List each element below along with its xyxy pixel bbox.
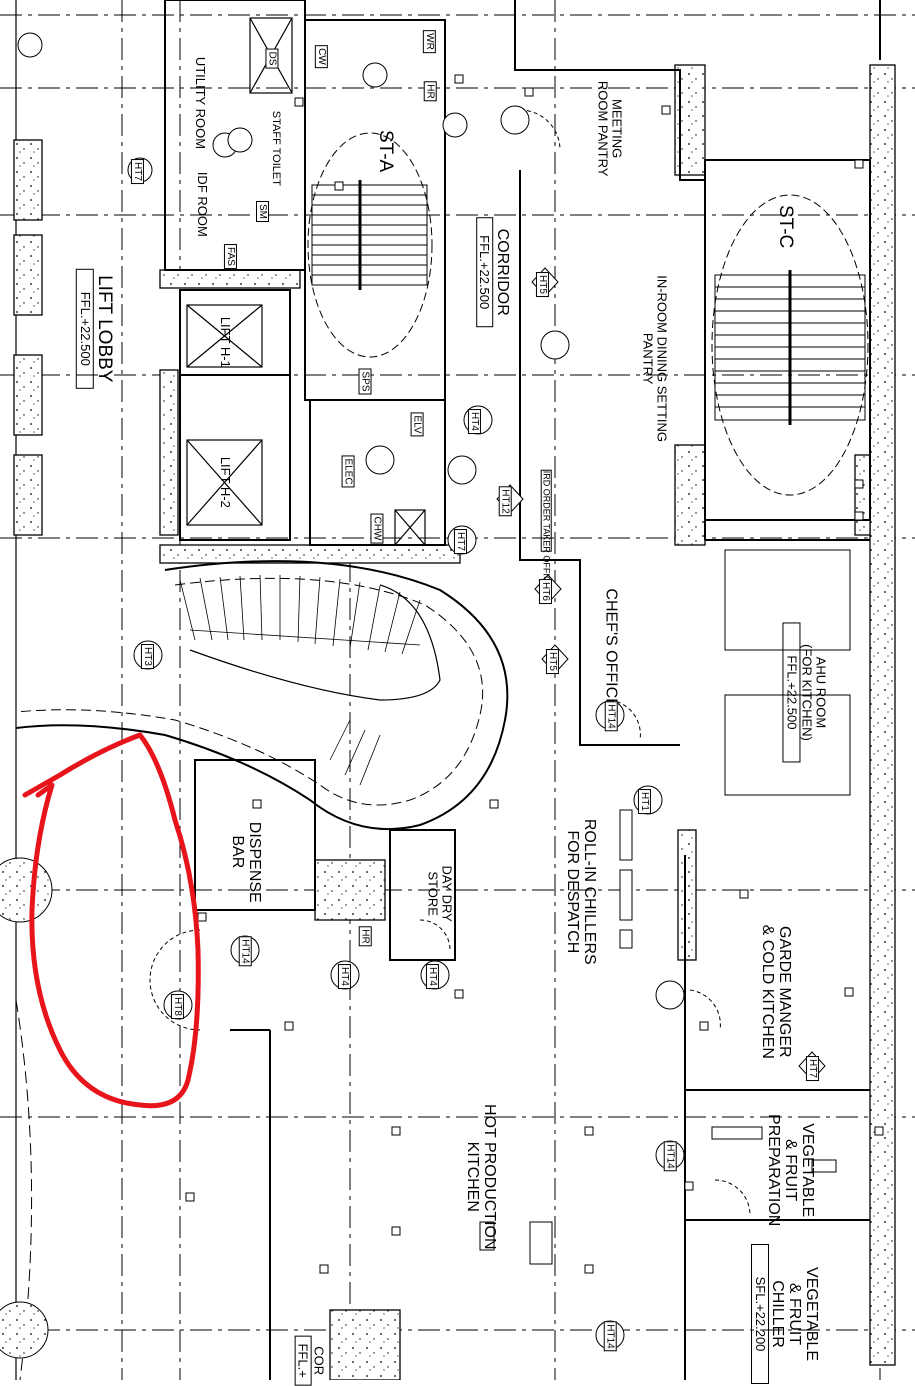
red-markup-circle — [22, 732, 201, 1109]
stair-a-name: ST-A — [374, 129, 396, 173]
door-swings — [149, 109, 751, 1216]
staff-toilet-name: STAFF TOILET — [269, 110, 282, 186]
tag-ht14-bar: HT14 — [238, 936, 252, 967]
wall-lines — [164, 0, 881, 1380]
chefs-office-name: CHEF'S OFFICE — [602, 588, 620, 709]
chiller-racks — [479, 809, 837, 1265]
room-label-hot-production: HOT PRODUCTION KITCHEN — [463, 1102, 498, 1252]
tag-hr: HR — [423, 81, 437, 102]
tag-hr-bar: HR — [358, 926, 372, 947]
stair-c-name: ST-C — [774, 204, 796, 249]
veg-chiller-sub: & FRUIT — [786, 1282, 804, 1346]
ahu-room-name: AHU ROOM — [813, 656, 829, 729]
tag-ht4-store: HT4 — [425, 964, 439, 989]
room-label-garde-manger: GARDE MANGER & COLD KITCHEN — [758, 897, 793, 1087]
room-label-lift-h1: LIFT H-1 — [217, 316, 233, 368]
tag-ht7: HT7 — [130, 159, 144, 184]
tag-ht8: HT8 — [170, 994, 184, 1019]
order-taker-name: IRD ORDER TAKER OFFICE — [541, 470, 552, 589]
tag-ht12: HT12 — [498, 486, 512, 517]
tag-wr: WR — [422, 30, 436, 53]
garde-manger-sub: & COLD KITCHEN — [759, 924, 776, 1059]
day-dry-store-name: DAY DRY STORE — [426, 865, 455, 922]
tag-chw: CHW — [370, 513, 384, 544]
dispense-bar-name: DISPENSE BAR — [229, 821, 263, 903]
room-label-day-dry-store: DAY DRY STORE — [426, 849, 455, 939]
concrete-walls — [13, 64, 896, 1380]
room-label-in-room-dining: IN-ROOM DINING SETTING PANTRY — [641, 259, 670, 459]
room-label-dispense-bar: DISPENSE BAR — [228, 807, 263, 903]
lift-lobby-name: LIFT LOBBY — [93, 275, 115, 383]
room-label-roll-in-chillers: ROLL-IN CHILLERS FOR DESPATCH — [563, 812, 598, 972]
room-label-corridor: CORRIDOR FFL.+22.500 — [475, 217, 512, 328]
room-label-veg-chiller: VEGETABLE & FRUIT CHILLER SFL.+22.200 — [750, 1244, 821, 1385]
equipment-markers — [185, 74, 884, 1274]
corridor-level: FFL.+22.500 — [475, 217, 494, 328]
hot-production-name: HOT PRODUCTION — [480, 1104, 498, 1250]
tag-ht5-office: HT5 — [545, 649, 559, 674]
tag-ht4: HT4 — [337, 964, 351, 989]
lift-h1-name: LIFT H-1 — [217, 316, 233, 368]
room-label-order-taker: IRD ORDER TAKER OFFICE — [540, 469, 552, 589]
veg-chiller-name: VEGETABLE — [803, 1267, 821, 1361]
ahu-room-sub: (FOR KITCHEN) — [799, 644, 815, 741]
ahu-room-level: FFL.+22.500 — [782, 622, 801, 763]
corridor-bottom-level: FFL.+ — [294, 1335, 312, 1386]
room-label-veg-prep: VEGETABLE & FRUIT PREPARATION — [765, 1110, 817, 1230]
veg-prep-sub: & FRUIT — [782, 1139, 800, 1202]
roll-in-chillers-sub: FOR DESPATCH — [564, 830, 581, 954]
room-label-chefs-office: CHEF'S OFFICE — [602, 588, 620, 709]
tag-ht6: HT6 — [538, 579, 552, 604]
utility-room-name: UTILITY ROOM — [192, 56, 208, 150]
tag-elv: ELV — [410, 412, 424, 437]
room-label-meeting-room-pantry: MEETING ROOM PANTRY — [596, 79, 625, 179]
tag-ht14-veg: HT14 — [663, 1141, 677, 1172]
tag-ht3: HT3 — [140, 644, 154, 669]
stair-label-st-a: ST-A — [374, 129, 396, 173]
room-label-staff-toilet: STAFF TOILET — [269, 110, 282, 186]
room-label-corridor-bottom: COR FFL.+ — [294, 1335, 327, 1386]
room-label-lift-h2: LIFT H-2 — [217, 456, 233, 508]
veg-chiller-level: SFL.+22.200 — [750, 1244, 769, 1385]
column-circle — [0, 857, 53, 923]
room-label-idf-room: IDF ROOM — [194, 171, 210, 237]
lift-h2-name: LIFT H-2 — [217, 456, 233, 508]
stair-label-st-c: ST-C — [774, 204, 796, 249]
room-label-ahu-room: AHU ROOM (FOR KITCHEN) FFL.+22.500 — [782, 622, 829, 763]
stair-st-a — [307, 132, 433, 358]
tag-sps: SPS — [358, 368, 372, 395]
tag-ht7-garde: HT7 — [805, 1056, 819, 1081]
tag-ht14-bottom: HT14 — [603, 1321, 617, 1352]
curved-stair — [15, 560, 509, 831]
corridor-bottom-name: COR — [311, 1346, 327, 1376]
tag-ht1: HT1 — [637, 789, 651, 814]
tag-ht4-corridor: HT4 — [467, 409, 481, 434]
stair-st-c — [711, 194, 869, 496]
idf-room-name: IDF ROOM — [194, 171, 210, 237]
callout-circles — [17, 32, 685, 1350]
veg-chiller-sub2: CHILLER — [769, 1280, 787, 1348]
column-circle — [0, 1301, 49, 1359]
tag-cw: CW — [314, 45, 328, 68]
tag-sm: SM — [256, 201, 269, 222]
tag-ds: DS — [265, 48, 279, 69]
room-label-utility-room: UTILITY ROOM — [192, 56, 208, 150]
hot-production-sub: KITCHEN — [464, 1141, 481, 1212]
roll-in-chillers-name: ROLL-IN CHILLERS — [580, 818, 598, 965]
veg-prep-name: VEGETABLE — [799, 1123, 817, 1218]
tag-ht5: HT5 — [535, 272, 549, 297]
veg-prep-sub2: PREPARATION — [765, 1114, 783, 1227]
meeting-room-pantry-name: MEETING ROOM PANTRY — [596, 80, 625, 177]
in-room-dining-name: IN-ROOM DINING SETTING PANTRY — [641, 275, 670, 443]
ahu-units — [724, 549, 851, 796]
corridor-name: CORRIDOR — [494, 228, 512, 316]
tag-ht7-corridor: HT7 — [453, 529, 467, 554]
tag-elec: ELEC — [341, 455, 355, 488]
room-label-lift-lobby: LIFT LOBBY FFL.+22.500 — [76, 268, 115, 389]
tag-fas: FAS — [223, 244, 237, 269]
lift-lobby-level: FFL.+22.500 — [76, 268, 94, 389]
tag-ht14-office: HT14 — [604, 701, 618, 732]
garde-manger-name: GARDE MANGER — [775, 926, 793, 1058]
